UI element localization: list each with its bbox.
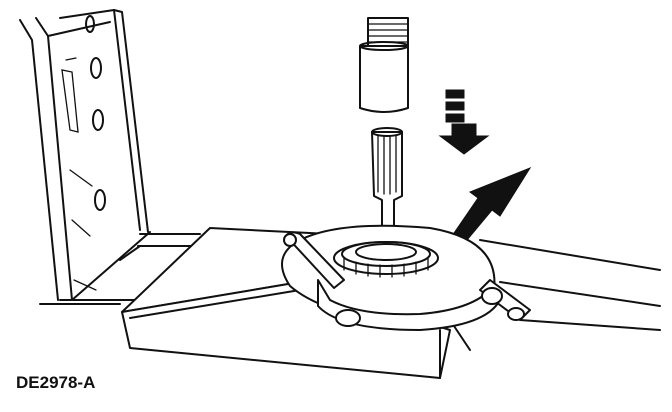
shaft	[371, 127, 403, 227]
indicator-arrow	[451, 166, 532, 247]
bearing-separator	[281, 224, 531, 331]
press-ram	[359, 17, 409, 113]
press-bed	[39, 233, 661, 351]
figure-caption: DE2978-A	[16, 373, 95, 392]
force-direction-arrow	[438, 89, 490, 155]
press-frame	[19, 9, 151, 301]
